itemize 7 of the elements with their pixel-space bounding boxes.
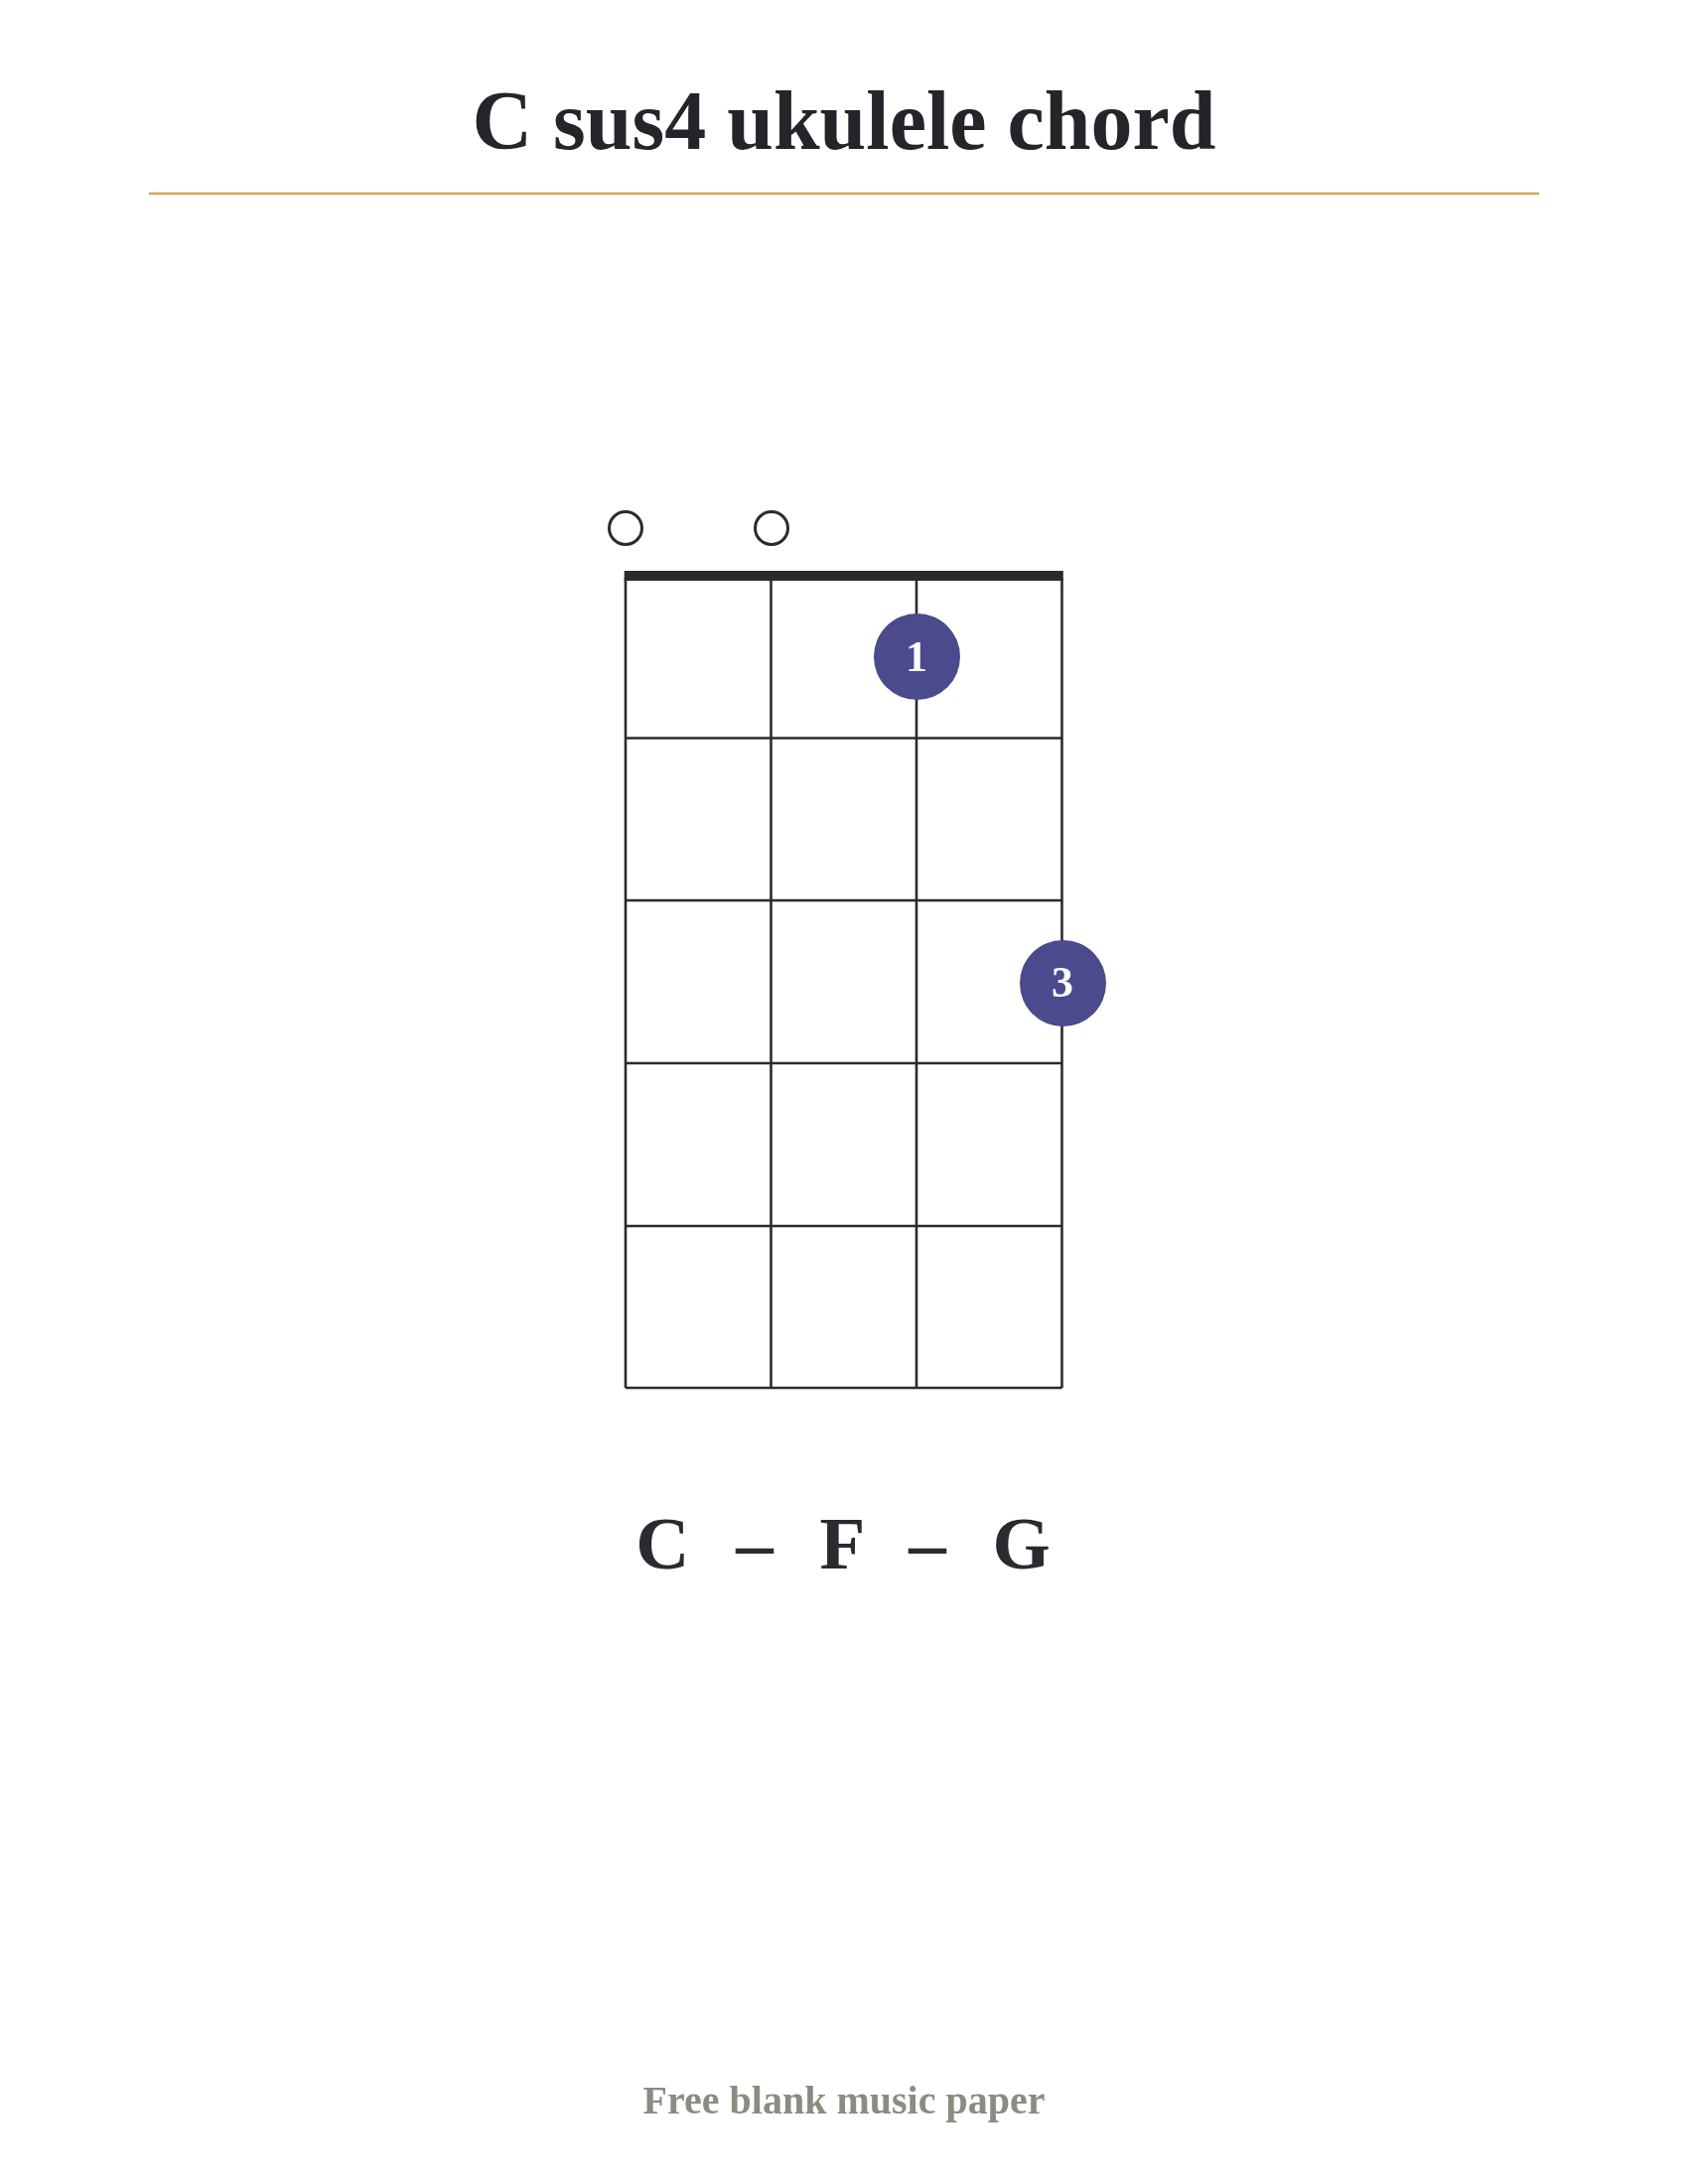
footer-note: Free blank music paper xyxy=(642,2081,1046,2120)
chart-title: C sus4 ukulele chord xyxy=(472,79,1216,163)
chord-notes: C – F – G xyxy=(635,1506,1051,1580)
finger-number: 1 xyxy=(906,634,927,679)
open-string-circle xyxy=(608,510,643,546)
open-string-circle xyxy=(753,510,789,546)
finger-number: 3 xyxy=(1052,961,1073,1005)
